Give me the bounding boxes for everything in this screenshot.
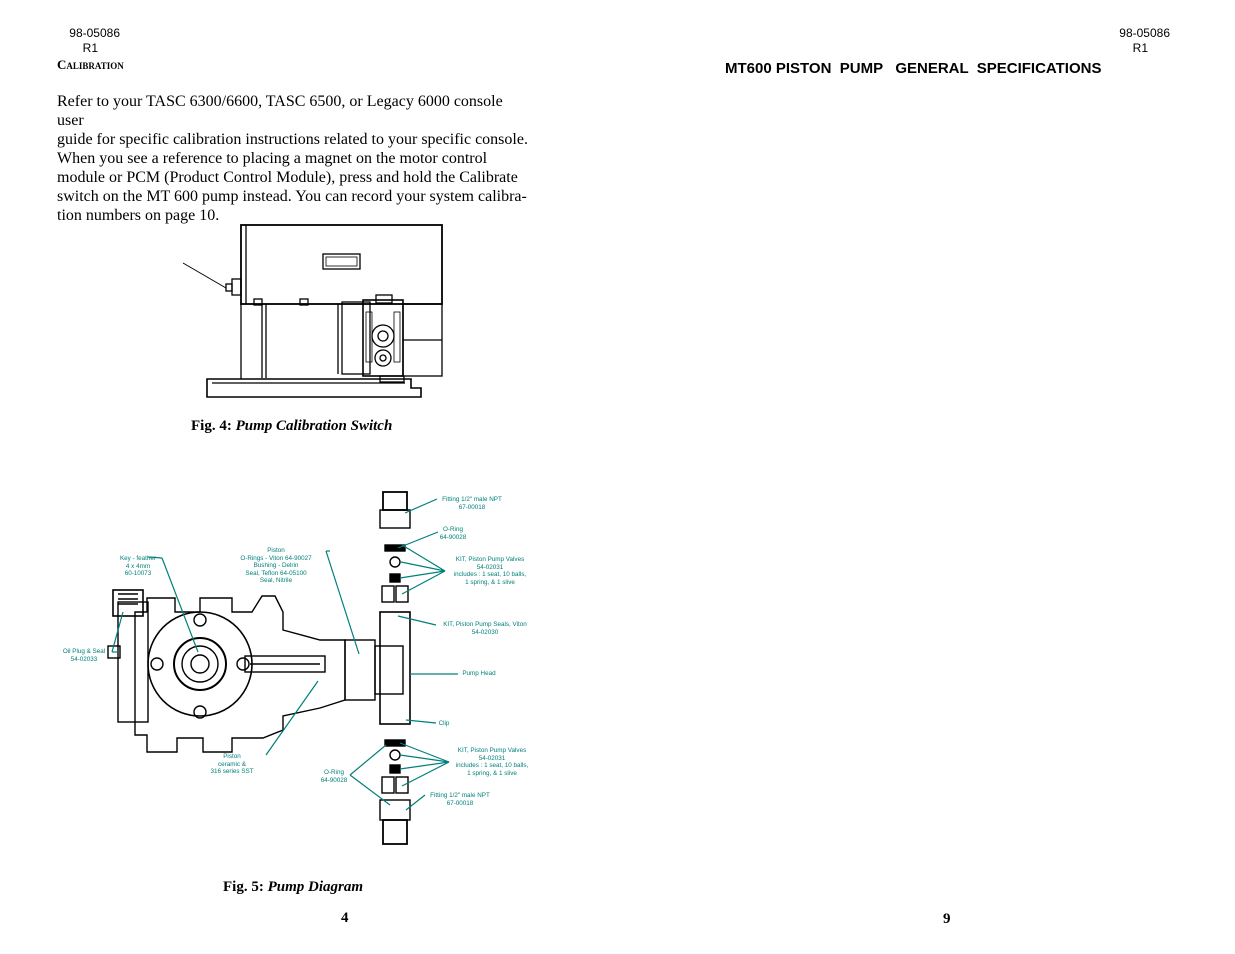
label-fitting-top: Fitting 1/2" male NPT 67-00018 [432,496,512,511]
label-clip: Clip [436,720,452,728]
label-text: Seal, Nitrile [259,577,293,585]
label-text: Key - feather [119,555,157,562]
doc-number-right: 98-05086 R1 [1110,26,1170,56]
body-paragraph: Refer to your TASC 6300/6600, TASC 6500,… [57,92,532,225]
label-kit-seals: KIT, Piston Pump Seals, Viton 54-02030 [430,621,540,636]
label-text: 1 spring, & 1 slive [465,578,515,586]
label-text: Fitting 1/2" male NPT [430,792,490,799]
page-number-left: 4 [341,910,349,926]
revision: R1 [82,41,98,55]
doc-number: 98-05086 [69,26,120,40]
label-piston-ceramic: Piston ceramic & 316 series SST [202,753,262,776]
label-text: Oil Plug & Seal [62,648,106,655]
label-text: KIT, Piston Pump Valves [455,556,525,563]
label-text: 1 spring, & 1 slive [467,769,517,777]
label-text: Piston [223,753,241,760]
label-piston-parts: Piston O-Rings - Viton 64-90027 Bushing … [228,547,324,585]
label-text: Bushing - Delrin [253,562,299,570]
label-pump-head: Pump Head [458,670,500,678]
body-line: tion numbers on page 10. [57,207,220,224]
label-text: includes : 1 seat, 10 balls, [455,762,529,770]
figure-5-caption: Fig. 5: Pump Diagram [223,879,363,896]
label-text: 4 x 4mm [125,562,151,570]
body-line: When you see a reference to placing a ma… [57,150,488,167]
label-kit-valves-top: KIT, Piston Pump Valves 54-02031 include… [444,556,536,586]
label-text: 54-02033 [70,655,98,663]
label-text: KIT, Piston Pump Seals, Viton [443,621,527,628]
label-text: O-Ring [324,769,344,776]
label-text: Fitting 1/2" male NPT [442,496,502,503]
section-title: Calibration [57,57,124,72]
figure-5-title: Pump Diagram [267,879,364,895]
doc-number-left: 98-05086 R1 [60,26,120,56]
label-text: 60-10073 [124,570,152,578]
label-text: includes : 1 seat, 10 balls, [453,571,527,579]
label-text: O-Ring [443,526,463,533]
label-text: Seal, Teflon 64-05100 [245,569,307,577]
label-text: 67-00018 [446,799,474,807]
label-kit-valves-bottom: KIT, Piston Pump Valves 54-02031 include… [446,747,538,777]
body-line: switch on the MT 600 pump instead. You c… [57,188,527,205]
label-text: Pump Head [462,670,496,677]
page-number-right: 9 [943,911,951,927]
label-text: 316 series SST [210,768,254,776]
label-text: KIT, Piston Pump Valves [457,747,527,754]
figure-4-title: Pump Calibration Switch [235,418,393,434]
label-text: ceramic & [218,760,246,768]
label-text: O-Rings - Viton 64-90027 [240,554,312,562]
figure-4-label: Fig. 4: [191,418,232,434]
label-text: 67-00018 [458,503,486,511]
label-oring-top: O-Ring 64-90028 [428,526,478,541]
body-line: guide for specific calibration instructi… [57,131,528,148]
label-key-feather: Key - feather 4 x 4mm 60-10073 [114,555,162,578]
label-text: 64-90028 [320,776,348,784]
label-text: Clip [438,720,450,727]
label-fitting-bottom: Fitting 1/2" male NPT 67-00018 [422,792,498,807]
figure-5-label: Fig. 5: [223,879,264,895]
label-text: 54-02031 [476,563,504,571]
label-text: Piston [267,547,285,554]
label-oring-bottom: O-Ring 64-90028 [314,769,354,784]
specifications-title: MT600 PISTON PUMP GENERAL SPECIFICATIONS [725,60,1102,77]
revision: R1 [1132,41,1148,55]
label-text: 64-90028 [439,533,467,541]
label-oil-plug: Oil Plug & Seal 54-02033 [56,648,112,663]
body-line: module or PCM (Product Control Module), … [57,169,518,186]
label-text: 54-02031 [478,754,506,762]
body-line: Refer to your TASC 6300/6600, TASC 6500,… [57,93,503,129]
label-text: 54-02030 [471,628,499,636]
figure-4-caption: Fig. 4: Pump Calibration Switch [191,418,392,435]
doc-number: 98-05086 [1119,26,1170,40]
